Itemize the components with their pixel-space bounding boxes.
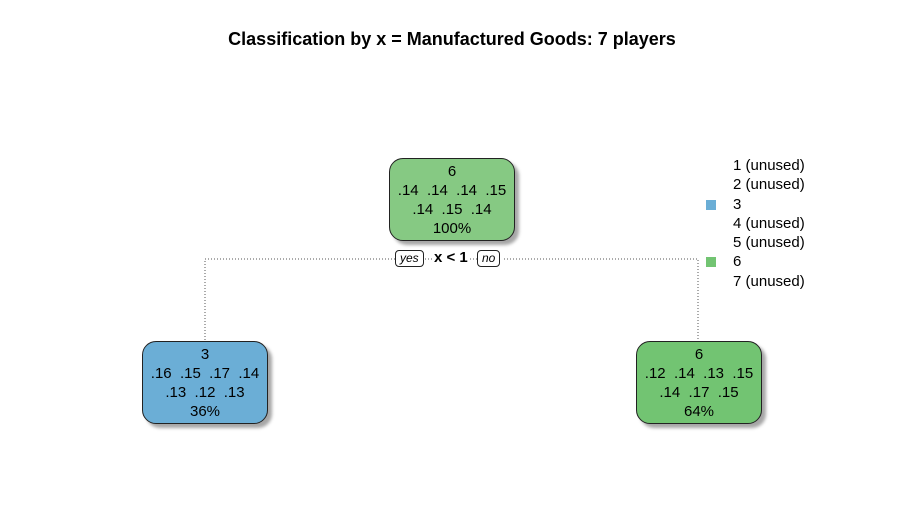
legend-swatch bbox=[706, 238, 716, 248]
node-probabilities-line1: .14 .14 .14 .15 bbox=[397, 182, 507, 199]
legend-label: 2 (unused) bbox=[733, 176, 805, 194]
legend-label: 6 bbox=[733, 253, 742, 271]
legend-swatch bbox=[706, 199, 716, 210]
node-probabilities-line1: .16 .15 .17 .14 bbox=[150, 365, 260, 382]
chart-title: Classification by x = Manufactured Goods… bbox=[228, 29, 676, 49]
tree-node-left: 3 .16 .15 .17 .14 .13 .12 .13 36% bbox=[142, 341, 268, 424]
tree-node-right: 6 .12 .14 .13 .15 .14 .17 .15 64% bbox=[636, 341, 762, 424]
node-percent: 64% bbox=[683, 403, 715, 420]
legend-swatch bbox=[706, 257, 716, 268]
legend-label: 4 (unused) bbox=[733, 214, 805, 232]
branch-yes-label: yes bbox=[395, 250, 424, 267]
branch-no-label: no bbox=[477, 250, 501, 267]
node-probabilities-line1: .12 .14 .13 .15 bbox=[644, 365, 754, 382]
legend-label: 1 (unused) bbox=[733, 157, 805, 174]
edge-to-right bbox=[504, 258, 699, 341]
node-probabilities-line2: .13 .12 .13 bbox=[165, 384, 245, 401]
node-class-label: 6 bbox=[447, 163, 457, 180]
legend-label: 5 (unused) bbox=[733, 234, 805, 252]
node-probabilities-line2: .14 .15 .14 bbox=[412, 201, 492, 218]
legend-label: 7 (unused) bbox=[733, 272, 805, 290]
legend-swatch bbox=[706, 180, 716, 190]
node-class-label: 3 bbox=[200, 346, 210, 363]
tree-node-root: 6 .14 .14 .14 .15 .14 .15 .14 100% bbox=[389, 158, 515, 241]
split-condition: x < 1 bbox=[434, 249, 468, 266]
legend-swatch bbox=[706, 161, 716, 171]
node-percent: 100% bbox=[432, 220, 472, 237]
node-percent: 36% bbox=[189, 403, 221, 420]
node-probabilities-line2: .14 .17 .15 bbox=[659, 384, 739, 401]
edge-to-left bbox=[204, 258, 395, 341]
legend-swatch bbox=[706, 277, 716, 287]
node-class-label: 6 bbox=[694, 346, 704, 363]
legend-label: 3 bbox=[733, 195, 742, 213]
legend-swatch bbox=[706, 219, 716, 229]
